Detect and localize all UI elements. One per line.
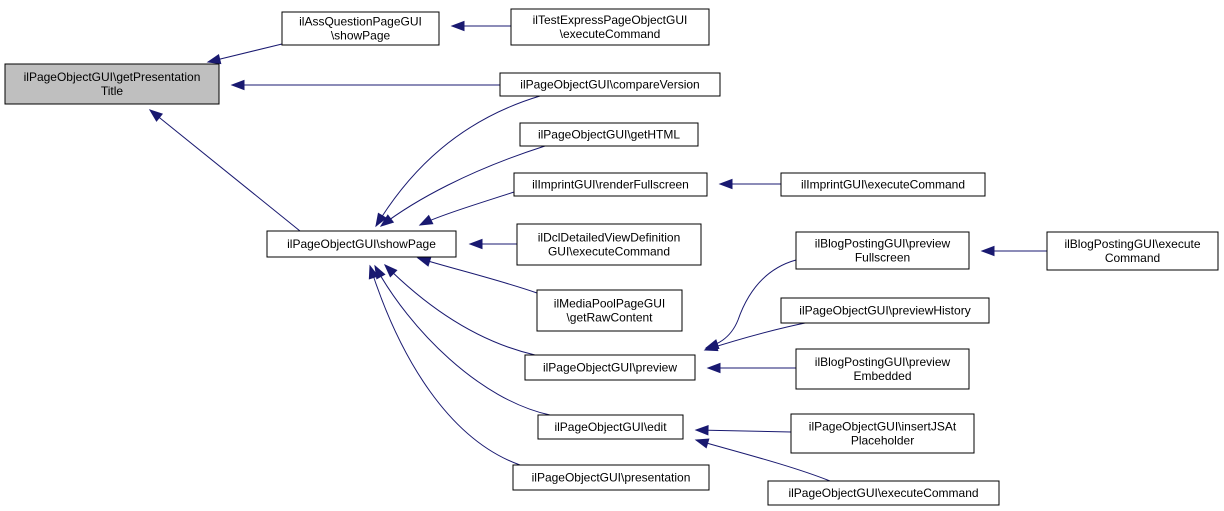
node-label-line: ilPageObjectGUI\executeCommand — [788, 486, 978, 500]
node-label-line: ilBlogPostingGUI\execute — [1064, 237, 1200, 251]
node-box[interactable] — [790, 413, 975, 454]
edge-pog_edit-to-pog_showpage — [374, 265, 551, 416]
node-compare-version[interactable]: ilPageObjectGUI\compareVersion — [499, 72, 721, 97]
node-box[interactable] — [524, 354, 696, 381]
node-label-line: ilPageObjectGUI\getPresentation — [24, 70, 201, 84]
node-box[interactable] — [1046, 231, 1219, 271]
node-label-line: \getRawContent — [566, 311, 653, 325]
arrowhead-blog_preview_embedded-to-pog_preview — [706, 362, 721, 374]
node-label-line: Fullscreen — [855, 251, 910, 265]
arrowhead-assq_showpage-to-root — [206, 53, 222, 65]
node-label-line: ilPageObjectGUI\compareVersion — [520, 78, 699, 92]
node-label-line: Command — [1105, 251, 1160, 265]
edge-assq_showpage-to-root — [207, 43, 283, 63]
node-label-line: ilPageObjectGUI\edit — [554, 420, 667, 434]
node-box[interactable] — [519, 122, 699, 147]
arrowhead-pog_showpage-to-root — [148, 109, 164, 122]
node-blog-exec[interactable]: ilBlogPostingGUI\executeCommand — [1046, 231, 1219, 271]
edge-get_html-to-pog_showpage — [380, 145, 546, 227]
node-imprint-render[interactable]: ilImprintGUI\renderFullscreen — [513, 172, 708, 197]
node-testexpress-exec[interactable]: ilTestExpressPageObjectGUI\executeComman… — [510, 8, 710, 46]
node-box[interactable] — [281, 11, 440, 46]
edge-pog_preview_history-to-pog_preview — [704, 321, 811, 351]
node-label-line: ilPageObjectGUI\insertJSAt — [809, 420, 957, 434]
node-label-line: \executeCommand — [560, 27, 661, 41]
node-label-line: ilDclDetailedViewDefinition — [538, 231, 681, 245]
node-box[interactable] — [795, 348, 970, 390]
arrowhead-pog_preview_history-to-pog_preview — [703, 341, 719, 352]
node-box[interactable] — [516, 223, 702, 266]
arrowhead-get_html-to-pog_showpage — [379, 214, 395, 227]
edge-compare_version-to-pog_showpage — [375, 95, 541, 227]
edge-pog_presentation-to-pog_showpage — [369, 265, 521, 466]
node-label-line: \showPage — [331, 29, 391, 43]
node-mediapool-raw[interactable]: ilMediaPoolPageGUI\getRawContent — [536, 289, 683, 332]
arrowhead-imprint_exec-to-imprint_render — [718, 178, 733, 190]
arrowhead-compare_version-to-root — [230, 79, 245, 91]
edge-pog_showpage-to-root — [149, 109, 301, 232]
arrowhead-dcl_exec-to-pog_showpage — [468, 238, 483, 250]
arrowhead-mediapool_raw-to-pog_showpage — [416, 256, 432, 267]
node-box[interactable] — [537, 414, 684, 440]
node-label-line: Placeholder — [851, 434, 914, 448]
arrowhead-pog_presentation-to-pog_showpage — [368, 264, 379, 280]
node-label-line: ilPageObjectGUI\preview — [543, 361, 677, 375]
node-pog-preview[interactable]: ilPageObjectGUI\preview — [524, 354, 696, 381]
node-label-line: ilBlogPostingGUI\preview — [815, 355, 951, 369]
node-label-line: Title — [101, 84, 124, 98]
node-label-line: ilPageObjectGUI\showPage — [287, 237, 436, 251]
arrowhead-testexpress_exec-to-assq_showpage — [450, 20, 465, 32]
node-box[interactable] — [536, 289, 683, 332]
node-pog-preview-history[interactable]: ilPageObjectGUI\previewHistory — [780, 297, 990, 324]
node-assq-showpage[interactable]: ilAssQuestionPageGUI\showPage — [281, 11, 440, 46]
edge-pog_preview-to-pog_showpage — [384, 264, 536, 356]
node-label-line: ilTestExpressPageObjectGUI — [533, 13, 688, 27]
node-label-line: ilPageObjectGUI\getHTML — [538, 128, 680, 142]
node-get-html[interactable]: ilPageObjectGUI\getHTML — [519, 122, 699, 147]
node-box[interactable] — [266, 230, 457, 258]
node-label-line: ilBlogPostingGUI\preview — [815, 237, 951, 251]
edge-imprint_render-to-pog_showpage — [419, 191, 515, 226]
node-box[interactable] — [780, 172, 986, 197]
edge-pog_insertjs-to-pog_edit — [695, 429, 792, 433]
arrowhead-compare_version-to-pog_showpage — [375, 212, 387, 228]
node-label-line: ilImprintGUI\renderFullscreen — [532, 178, 689, 192]
node-box[interactable] — [512, 464, 710, 491]
node-pog-presentation[interactable]: ilPageObjectGUI\presentation — [512, 464, 710, 491]
node-box[interactable] — [513, 172, 708, 197]
node-imprint-exec[interactable]: ilImprintGUI\executeCommand — [780, 172, 986, 197]
node-label-line: ilImprintGUI\executeCommand — [801, 178, 965, 192]
arrowhead-pog_preview-to-pog_showpage — [383, 263, 398, 278]
arrowhead-blog_exec-to-blog_preview_full — [980, 245, 995, 257]
node-label-line: GUI\executeCommand — [548, 245, 670, 259]
arrowhead-pog_exec-to-pog_edit — [694, 438, 710, 449]
node-label-line: ilPageObjectGUI\previewHistory — [799, 304, 970, 318]
edge-pog_exec-to-pog_edit — [695, 439, 831, 482]
node-box[interactable] — [795, 231, 970, 270]
arrowhead-imprint_render-to-pog_showpage — [418, 214, 434, 226]
node-pog-edit[interactable]: ilPageObjectGUI\edit — [537, 414, 684, 440]
node-pog-exec[interactable]: ilPageObjectGUI\executeCommand — [767, 480, 1000, 506]
node-label-line: ilPageObjectGUI\presentation — [532, 471, 691, 485]
node-label-line: ilMediaPoolPageGUI — [554, 297, 665, 311]
node-dcl-exec[interactable]: ilDclDetailedViewDefinitionGUI\executeCo… — [516, 223, 702, 266]
node-label-line: ilAssQuestionPageGUI — [299, 15, 422, 29]
arrowhead-pog_insertjs-to-pog_edit — [694, 425, 709, 436]
edges-layer — [148, 20, 1047, 482]
node-box[interactable] — [780, 297, 990, 324]
node-box[interactable] — [499, 72, 721, 97]
node-label-line: Embedded — [853, 369, 911, 383]
node-pog-showpage[interactable]: ilPageObjectGUI\showPage — [266, 230, 457, 258]
node-box[interactable] — [767, 480, 1000, 506]
node-box[interactable] — [510, 8, 710, 46]
node-box[interactable] — [4, 63, 220, 105]
